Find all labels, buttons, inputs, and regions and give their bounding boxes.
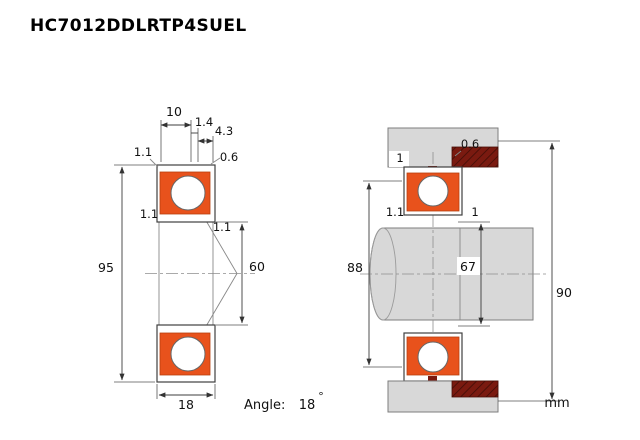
dim-label-rib-1: 1: [396, 151, 403, 165]
dim-67-label-background: [457, 257, 480, 275]
dim-label-67: 67: [460, 259, 476, 274]
ball-bottom: [170, 336, 206, 372]
housing-step-notch: [389, 151, 409, 167]
dimension-abutment-88: 88: [347, 180, 402, 368]
dim-label-95: 95: [98, 260, 114, 275]
clamp-ring-bottom-hatch: [452, 381, 498, 397]
locating-tab-bottom: [428, 376, 437, 382]
dimension-top-width: 10: [160, 104, 192, 162]
ball-bottom-right-view: [417, 341, 449, 373]
dimension-bore-diameter: 60: [216, 221, 265, 326]
dim-label-chamfer-1: 1: [471, 205, 478, 219]
degree-symbol: °: [318, 390, 324, 403]
small-dimension-labels-right: 1 0.6 1.1 1: [386, 137, 479, 219]
dim-label-1-4: 1.4: [195, 115, 213, 129]
angle-label: Angle:: [244, 398, 285, 413]
dimension-outer-diameter: 95: [98, 164, 155, 383]
dim-label-60: 60: [249, 259, 265, 274]
left-view-bearing-section: 95 60 18 10 1.4: [98, 104, 265, 412]
dimension-housing-90: 90: [498, 140, 572, 402]
dimension-shoulder-67: 67: [457, 221, 490, 327]
dim-label-1-1-face: 1.1: [140, 207, 158, 221]
dim-label-chamfer-1-1: 1.1: [386, 205, 404, 219]
angle-value: 18: [299, 398, 316, 413]
dim-label-1-1-inner: 1.1: [213, 220, 231, 234]
dim-label-1-1-outer: 1.1: [134, 145, 152, 159]
units-label: mm: [544, 396, 569, 411]
clamp-ring-top-hatch: [452, 147, 498, 167]
dim-label-90: 90: [556, 285, 572, 300]
ball-top: [170, 175, 206, 211]
dimension-seal-width: 1.4: [191, 115, 213, 162]
dim-label-10: 10: [166, 104, 182, 119]
ball-top-right-view: [417, 175, 449, 207]
chamfer-labels: 1.1 1.1 1.1: [134, 145, 231, 234]
dimension-lip-width: 4.3: [197, 124, 233, 162]
dim-label-18: 18: [178, 397, 194, 412]
footer-annotations: Angle: 18 ° mm: [244, 390, 570, 413]
dimension-lip-gap: 0.6: [210, 150, 238, 165]
dimension-width: 18: [156, 384, 216, 412]
page-title: HC7012DDLRTP4SUEL: [30, 16, 247, 36]
dim-label-4-3: 4.3: [215, 124, 233, 138]
dim-label-88: 88: [347, 260, 363, 275]
dim-label-gap-0-6: 0.6: [461, 137, 479, 151]
dim-label-0-6: 0.6: [220, 150, 238, 164]
right-view-mounting: 1 0.6 1.1 1 88 67 90: [347, 127, 572, 413]
